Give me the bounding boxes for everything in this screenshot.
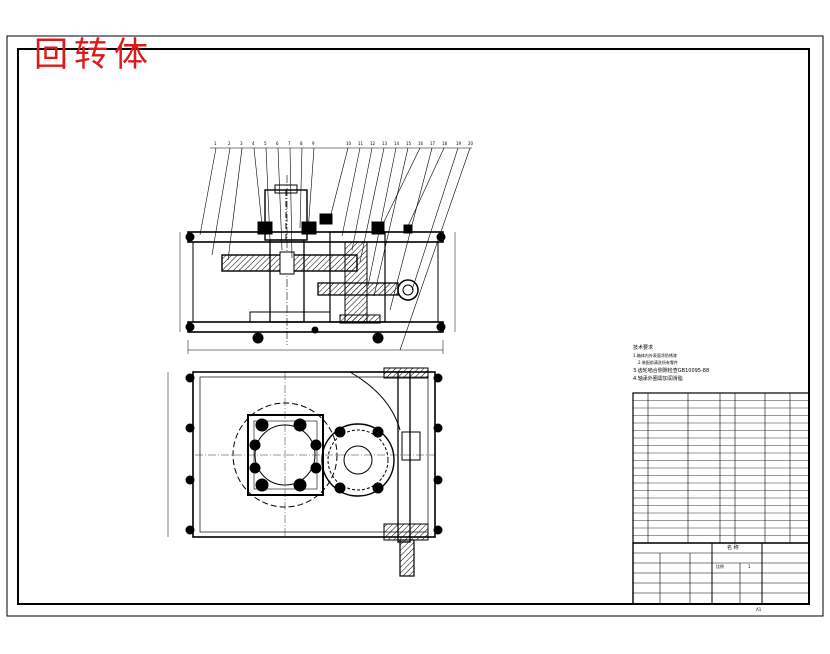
callout-number: 5 bbox=[264, 141, 267, 146]
callout-number: 8 bbox=[300, 141, 303, 146]
notes-line-1: 1.箱体内外表面涂防锈漆 bbox=[633, 353, 677, 358]
callout-number: 19 bbox=[456, 141, 462, 146]
callout-number: 6 bbox=[276, 141, 279, 146]
notes-heading: 技术要求 bbox=[633, 345, 654, 351]
callout-number: 3 bbox=[240, 141, 243, 146]
callout-number: 4 bbox=[252, 141, 255, 146]
callout-number: 13 bbox=[382, 141, 388, 146]
callout-number: 12 bbox=[370, 141, 376, 146]
title-block bbox=[632, 542, 810, 605]
callout-number: 1 bbox=[214, 141, 217, 146]
title-scale-label: 比例 bbox=[716, 564, 724, 569]
parts-rows bbox=[633, 400, 809, 536]
notes-line-2: 2.装配前清洗所有零件 bbox=[638, 360, 678, 365]
callout-number: 15 bbox=[406, 141, 412, 146]
callout-leaders bbox=[199, 147, 472, 351]
sheet-size-label: A1 bbox=[756, 607, 762, 612]
notes-line-3: 3.齿轮啮合侧隙检查GB10095-88 bbox=[633, 368, 710, 374]
callout-number: 2 bbox=[228, 141, 231, 146]
callout-number: 16 bbox=[418, 141, 424, 146]
page-title: 回转体 bbox=[34, 35, 154, 75]
callout-number: 18 bbox=[442, 141, 448, 146]
notes-line-4: 4.轴承外圈需加润滑脂 bbox=[633, 376, 683, 382]
outer-frame bbox=[6, 35, 824, 617]
callout-number: 9 bbox=[312, 141, 315, 146]
callout-number: 10 bbox=[346, 141, 352, 146]
title-scale-value: 1 bbox=[748, 564, 751, 569]
callout-number: 11 bbox=[358, 141, 364, 146]
front-section-view bbox=[179, 175, 456, 354]
callout-number: 17 bbox=[430, 141, 436, 146]
inner-frame bbox=[17, 48, 810, 605]
callout-number: 7 bbox=[288, 141, 291, 146]
plan-view bbox=[167, 367, 443, 577]
callout-number: 14 bbox=[394, 141, 400, 146]
title-name-label: 名 称 bbox=[727, 545, 739, 551]
callout-number: 20 bbox=[468, 141, 474, 146]
